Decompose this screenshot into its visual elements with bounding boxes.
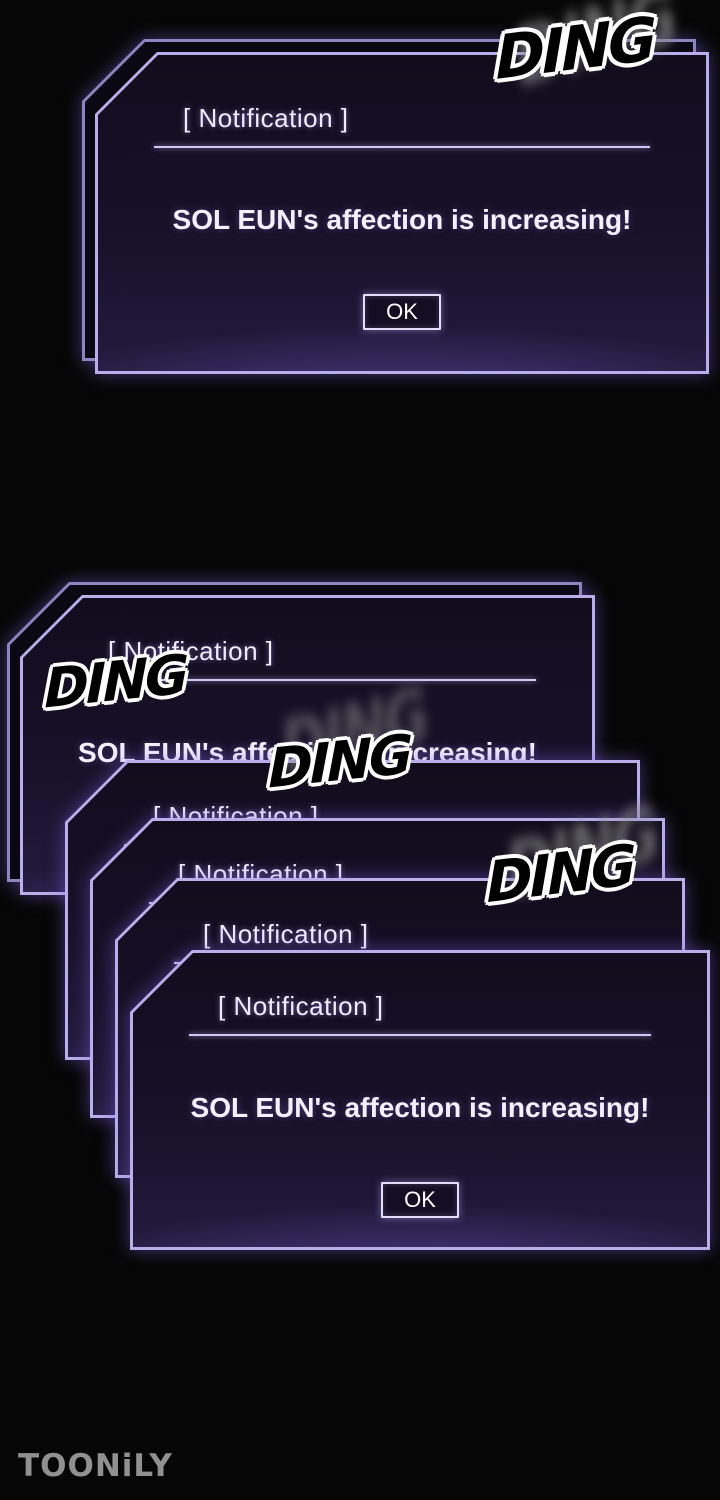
dialog-content: [ Notification ] SOL EUN's affection is … <box>98 55 706 371</box>
ok-button[interactable]: OK <box>381 1182 459 1218</box>
dialog-content: [ Notification ] SOL EUN's affection is … <box>133 953 707 1247</box>
toonily-watermark: TOONiLY <box>18 1448 173 1484</box>
dialog-title: [ Notification ] <box>183 103 349 133</box>
dialog-divider <box>79 679 536 681</box>
dialog-title: [ Notification ] <box>203 919 369 949</box>
ok-button[interactable]: OK <box>363 294 441 330</box>
dialog-title: [ Notification ] <box>218 991 384 1021</box>
dialog-divider <box>154 146 650 148</box>
notification-dialog-top: [ Notification ] SOL EUN's affection is … <box>82 39 709 374</box>
dialog-message: SOL EUN's affection is increasing! <box>172 204 632 235</box>
dialog-message: SOL EUN's affection is increasing! <box>190 1092 650 1123</box>
dialog-title: [ Notification ] <box>108 636 274 666</box>
notification-dialog-front: [ Notification ] SOL EUN's affection is … <box>130 950 710 1250</box>
dialog-divider <box>189 1034 651 1036</box>
